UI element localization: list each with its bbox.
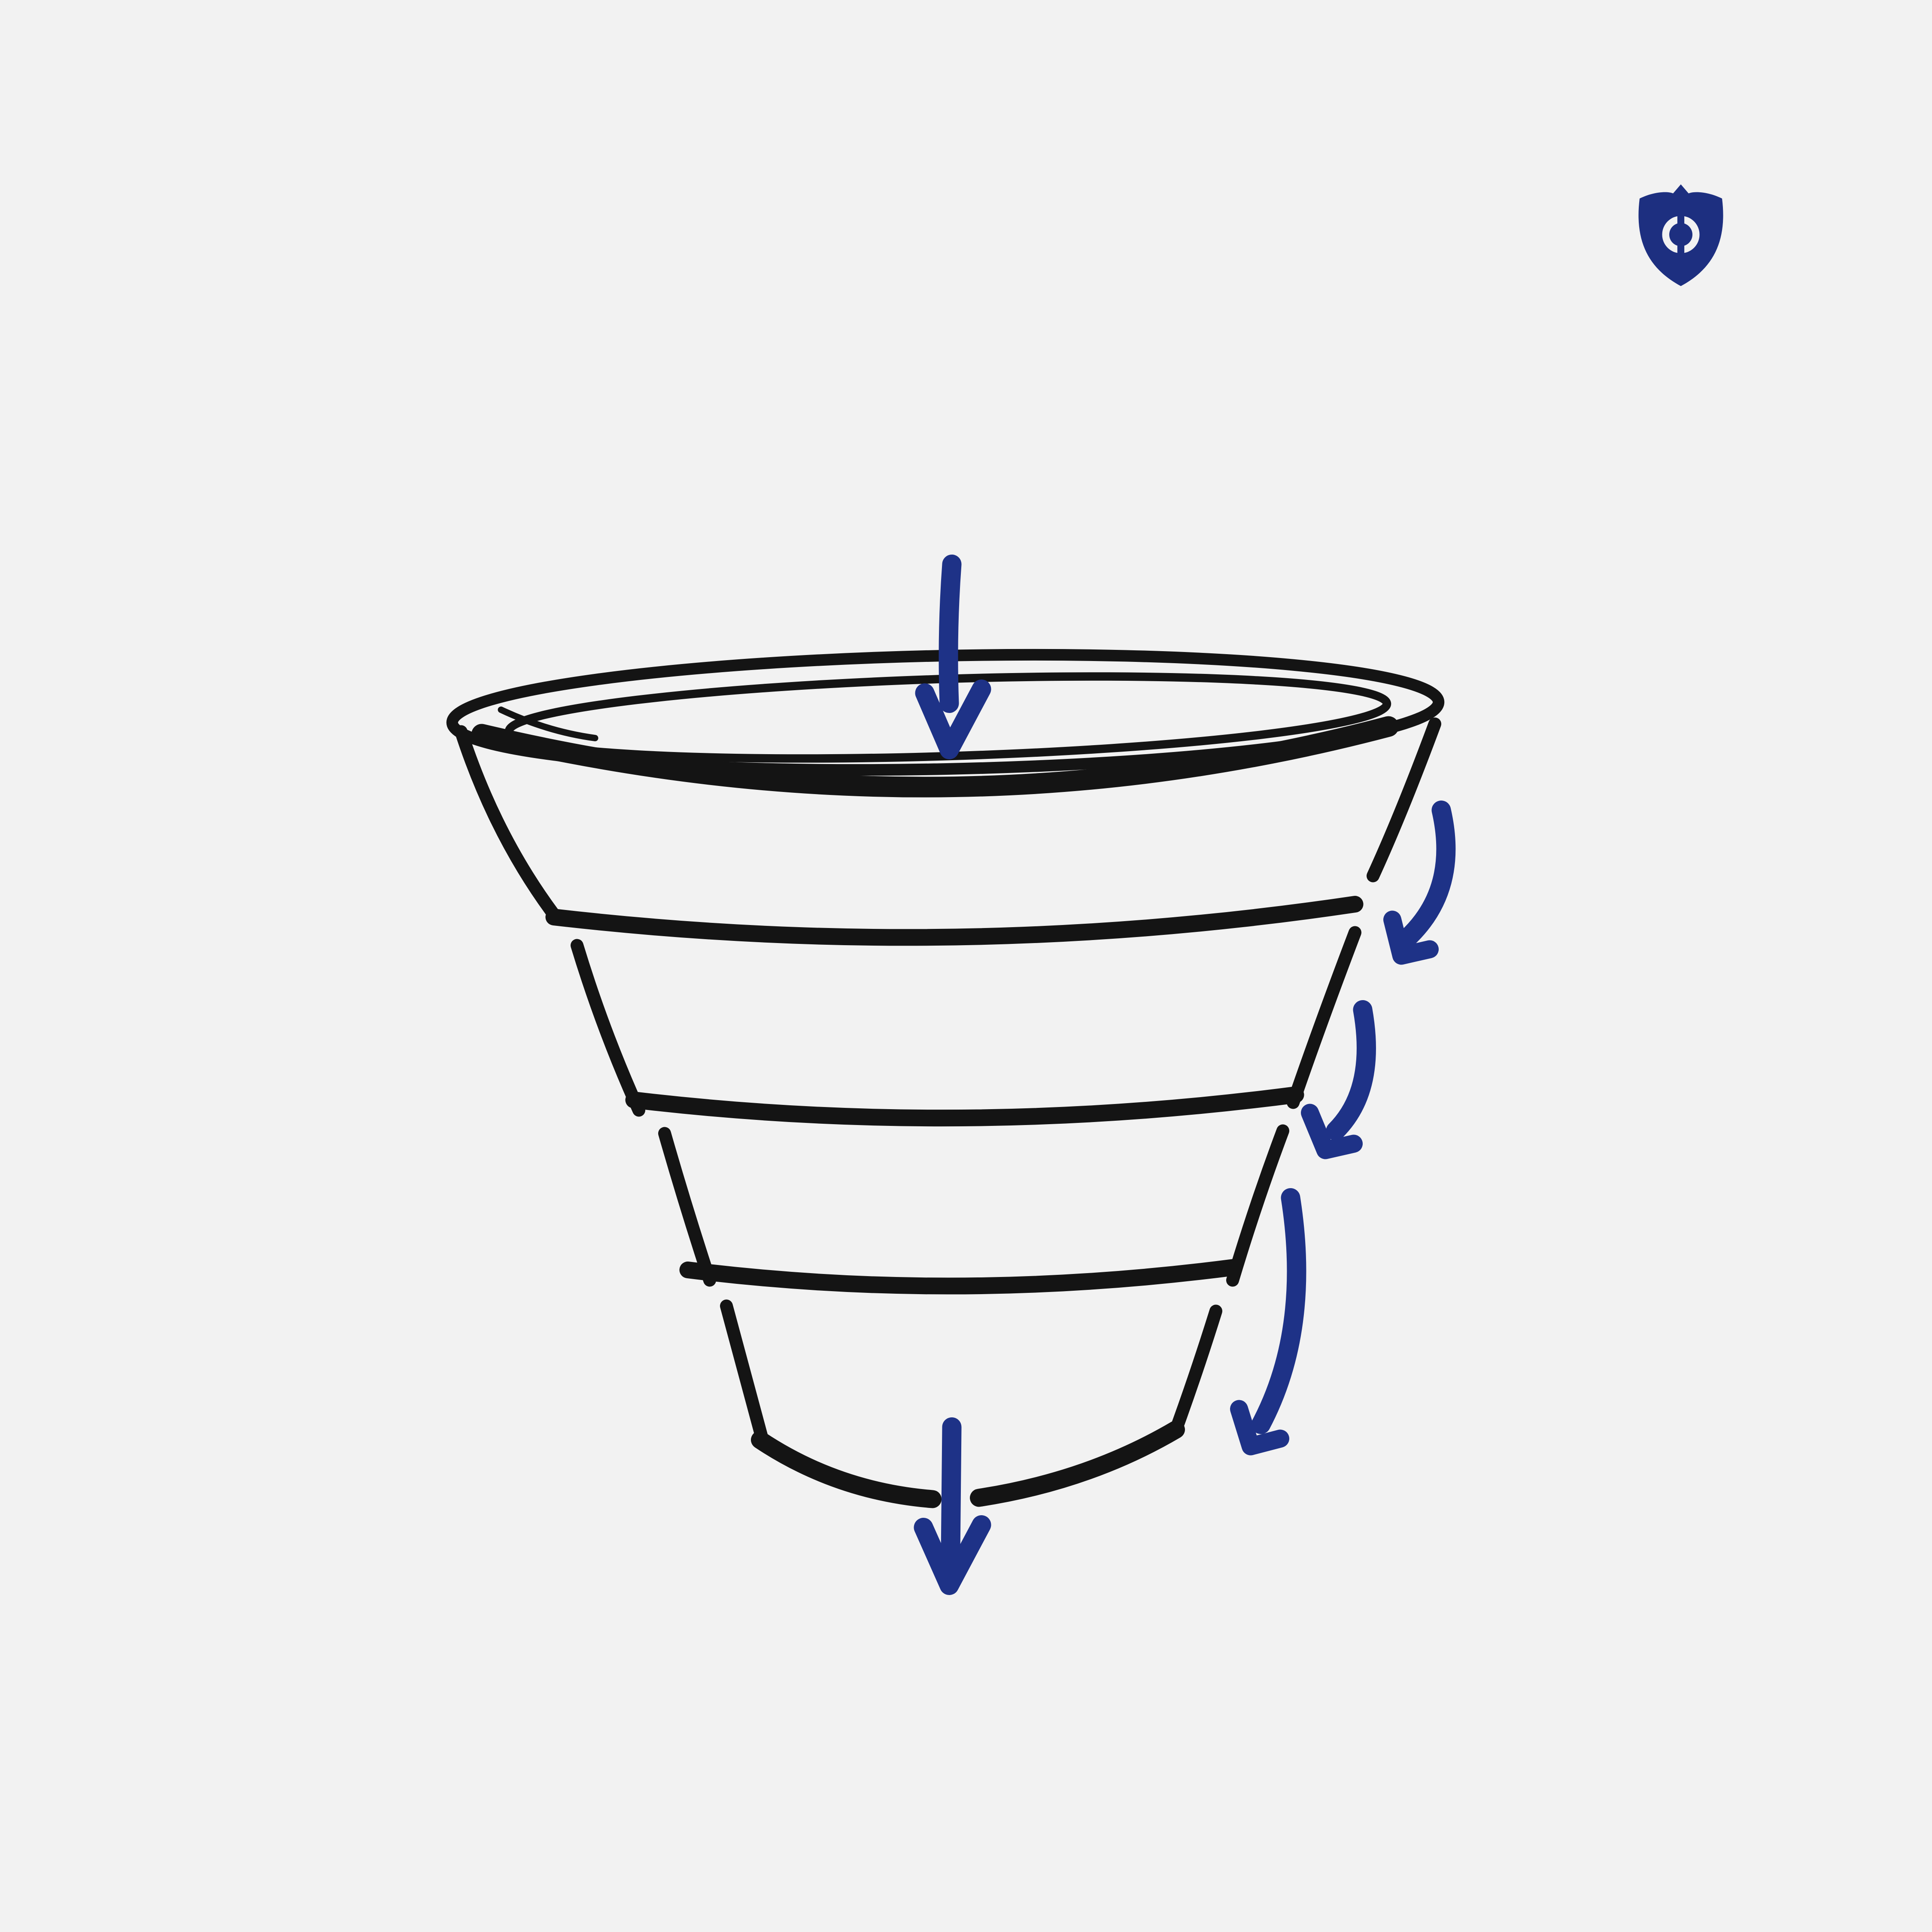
arrow-relacionar-head-icon	[1301, 1104, 1363, 1159]
arrow-analisar-icon	[941, 1417, 962, 1565]
arrow-relacionar-icon	[1326, 1000, 1376, 1140]
funnel-divider	[545, 896, 1364, 946]
funnel-wall	[720, 1299, 769, 1447]
funnel-wall	[1287, 926, 1361, 1109]
arrow-vender-icon	[1251, 1188, 1306, 1434]
funnel-wall	[1367, 717, 1441, 883]
funnel-wall	[1226, 1124, 1289, 1287]
arrow-analisar-head-icon	[914, 1515, 991, 1595]
funnel-bottom-edge	[970, 1420, 1185, 1507]
funnel-divider	[625, 1086, 1304, 1127]
funnel-drawing	[446, 649, 1445, 1508]
arrow-converter-icon	[1398, 801, 1456, 947]
funnel-wall	[455, 725, 560, 921]
funnel-divider	[679, 1259, 1242, 1295]
soccer-shield-badge-icon	[1638, 184, 1723, 286]
arrow-down-head-icon	[915, 679, 991, 759]
funnel-rim-tick	[498, 707, 598, 741]
funnel-wall	[658, 1127, 716, 1287]
shield-center-line	[1677, 215, 1685, 254]
arrow-converter-head-icon	[1383, 910, 1439, 965]
arrow-down-icon	[939, 555, 962, 713]
arrow-vender-head-icon	[1230, 1400, 1289, 1456]
funnel-rim-front-edge	[471, 716, 1399, 798]
funnel-bottom-edge	[751, 1431, 942, 1508]
funnel-wall	[571, 939, 645, 1117]
funnel-wall	[1170, 1304, 1222, 1436]
flow-arrows	[914, 555, 1456, 1595]
